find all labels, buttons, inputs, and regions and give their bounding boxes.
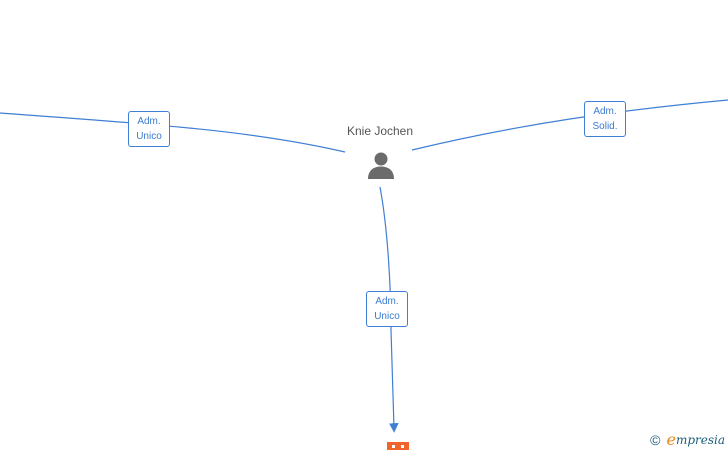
edge-line-left — [0, 112, 346, 153]
edge-label-left[interactable]: Adm. Unico — [128, 111, 170, 147]
edge-label-left-line2: Unico — [136, 131, 162, 142]
edge-label-left-line1: Adm. — [137, 116, 161, 127]
edge-line-right — [411, 99, 728, 151]
edge-label-down[interactable]: Adm. Unico — [366, 291, 408, 327]
edge-label-right[interactable]: Adm. Solid. — [584, 101, 626, 137]
edge-label-down-line1: Adm. — [375, 296, 399, 307]
company-building-icon[interactable] — [387, 442, 409, 450]
edge-label-down-line2: Unico — [374, 311, 400, 322]
brand-watermark: © e mpresia — [650, 430, 725, 449]
brand-logo-e: e — [666, 430, 676, 449]
edge-label-right-line2: Solid. — [592, 121, 618, 132]
copyright-symbol: © — [650, 431, 661, 448]
brand-logo-text: mpresia — [675, 432, 725, 447]
person-icon[interactable] — [366, 150, 396, 180]
person-name[interactable]: Knie Jochen — [346, 124, 414, 138]
edge-label-right-line1: Adm. — [593, 106, 617, 117]
